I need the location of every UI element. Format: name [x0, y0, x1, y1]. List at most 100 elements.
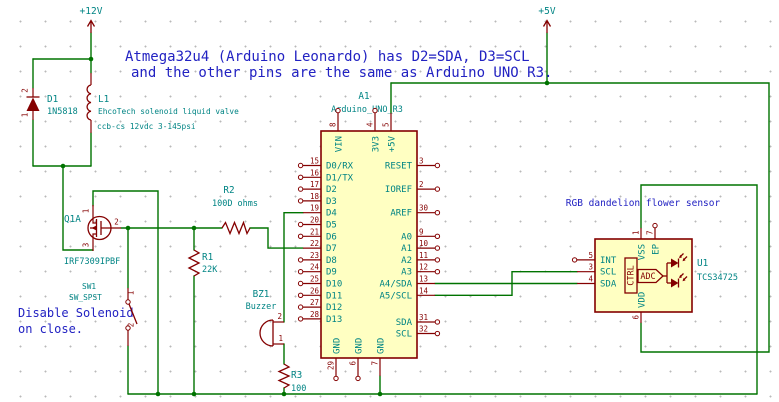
pin-label: +5V — [388, 135, 398, 152]
pin-label: D0/RX — [326, 162, 354, 172]
pin-number: 32 — [419, 325, 428, 334]
pin-open-circle — [434, 233, 441, 240]
ref-label: A1 — [358, 91, 369, 102]
sensor-body — [594, 238, 693, 313]
plus5v-rail-wire — [390, 82, 770, 353]
pin-label: SCL — [396, 330, 412, 340]
note-disable-line1: Disable Solenoid — [18, 306, 134, 320]
power-arrow-icon — [542, 19, 552, 27]
switch-contact — [125, 299, 131, 305]
pin-number: 26 — [310, 286, 320, 295]
junction-dot — [88, 56, 94, 62]
pin-open-circle — [297, 233, 304, 240]
wires — [32, 32, 770, 395]
ref-label: R2 — [223, 185, 234, 196]
pin-number: 22 — [310, 239, 319, 248]
component-sw1-switch[interactable]: 1 2 SW1 SW_SPST — [69, 282, 138, 346]
pin-number: 2 — [114, 218, 119, 227]
ref-label: SW1 — [82, 282, 96, 291]
pin-open-circle — [297, 221, 304, 228]
light-arrow-head — [679, 254, 682, 259]
value-label: 100 — [291, 384, 306, 394]
pin-open-circle — [297, 257, 304, 263]
light-arrow-head — [682, 277, 686, 282]
value-label: Arduino_UNO_R3 — [331, 105, 403, 115]
inductor-coil — [86, 84, 92, 121]
pin-open-circle — [652, 222, 658, 229]
pin-number: 1 — [127, 291, 136, 296]
pin-number: 9 — [419, 227, 424, 236]
pin-label: RESET — [385, 162, 413, 172]
pin-number: 6 — [632, 315, 641, 320]
pin-number: 31 — [419, 313, 428, 322]
wire — [249, 227, 304, 249]
pin-open-circle — [434, 319, 441, 325]
pin-number: 1 — [632, 230, 641, 235]
pin-open-circle — [434, 330, 441, 337]
power-label-12v: +12V — [80, 6, 103, 17]
ref-label: Q1A — [64, 214, 81, 225]
pin-label: D4 — [326, 209, 337, 219]
component-r2-resistor[interactable]: R2 100D ohms — [212, 185, 258, 236]
sensor-adc-block — [637, 268, 664, 284]
component-q1-mosfet[interactable]: 1 3 2 Q1A IRF7309IPBF — [64, 205, 121, 267]
pin-number: 3 — [419, 157, 424, 166]
pin-number: 2 — [21, 88, 30, 93]
power-5v[interactable]: +5V — [538, 6, 556, 33]
junction-dot — [544, 80, 550, 86]
ref-label: U1 — [697, 258, 708, 269]
scl-wire — [434, 271, 578, 296]
arduino-left-pins: 15D0/RX16D1/TX17D218D319D420D521D622D723… — [297, 157, 354, 325]
pin-open-circle — [333, 375, 339, 382]
pin-open-circle — [297, 186, 304, 192]
resistor-zigzag — [277, 363, 291, 389]
pin-number: 19 — [310, 204, 319, 213]
pin-number: 3 — [588, 263, 593, 272]
pin-number: 6 — [349, 361, 358, 366]
pin-label: D8 — [326, 256, 337, 266]
component-bz1-buzzer[interactable]: 2 1 BZ1 Buzzer — [246, 289, 284, 347]
component-d1-diode[interactable]: 2 1 D1 1N5818 — [21, 88, 78, 120]
pin-number: 1 — [82, 209, 91, 214]
ref-label: R1 — [202, 252, 213, 263]
pin-number: 3 — [82, 243, 91, 248]
light-arrow-head — [682, 257, 686, 262]
wire — [62, 165, 94, 251]
note-line2: and the other pins are the same as Ardui… — [131, 65, 552, 81]
photodiode-triangle — [671, 278, 679, 288]
pin-label: D11 — [326, 291, 342, 301]
pin-label: D7 — [326, 244, 337, 254]
value-label: IRF7309IPBF — [64, 257, 120, 267]
pin-label: SCL — [600, 268, 616, 278]
component-r1-resistor[interactable]: R1 22K — [187, 249, 218, 277]
value-label: 100D ohms — [212, 199, 258, 209]
switch-contact — [125, 325, 131, 331]
mosfet-arrow — [91, 225, 96, 231]
pin-label: IOREF — [385, 185, 412, 195]
pin-label: A5/SCL — [379, 291, 412, 301]
photodiode-icon — [671, 253, 688, 268]
component-l1-solenoid[interactable]: L1 EhcoTech solenoid liquid valve ccb-cs… — [86, 73, 239, 133]
photodiode-icon — [671, 273, 688, 288]
pin-open-circle — [297, 162, 304, 169]
pin-number: 10 — [419, 239, 429, 248]
pin-open-circle — [297, 316, 304, 322]
pin-number: 5 — [382, 122, 391, 127]
ref-label: BZ1 — [253, 289, 270, 300]
component-r3-resistor[interactable]: R3 100 — [277, 363, 306, 394]
pin-label: D10 — [326, 280, 342, 290]
pin-open-circle — [297, 269, 304, 275]
pin-label: 3V3 — [372, 136, 382, 152]
sensor-ctrl-block — [624, 257, 638, 294]
pin-number: 5 — [588, 251, 593, 260]
junction-dot — [377, 391, 383, 397]
diode-triangle — [26, 97, 40, 111]
pin-number: 24 — [310, 263, 320, 272]
power-12v[interactable]: +12V — [80, 6, 103, 33]
pin-number: 29 — [327, 361, 336, 370]
pin-label: D1/TX — [326, 173, 354, 183]
